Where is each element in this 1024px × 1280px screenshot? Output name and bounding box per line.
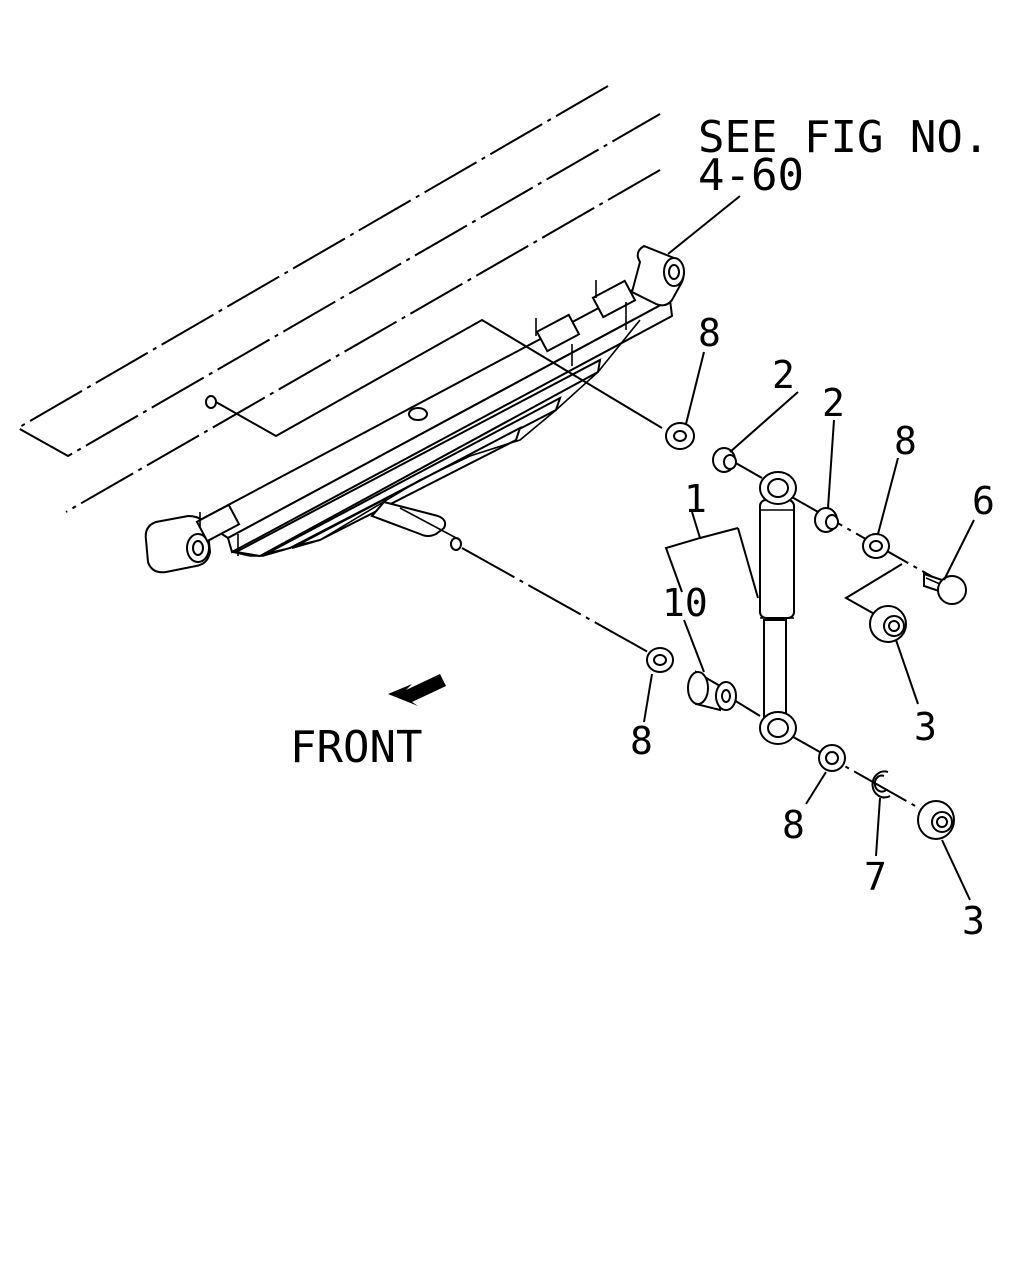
reference-line2: 4-60: [698, 150, 804, 201]
leader-lines: [215, 318, 941, 821]
callout-6: 6: [972, 479, 995, 523]
callout-leaders: [643, 195, 975, 901]
front-arrow-icon: [388, 674, 446, 706]
callout-1: 1: [684, 477, 707, 521]
callout-2-a: 2: [772, 353, 795, 397]
frame-rail: [15, 85, 661, 513]
shock-absorber: [759, 471, 797, 745]
hardware: [646, 422, 967, 840]
callout-10: 10: [662, 581, 708, 625]
reference-line1: SEE FIG NO.: [698, 112, 989, 163]
callout-3-mid: 3: [914, 705, 937, 749]
callout-8-top: 8: [698, 311, 721, 355]
callout-2-b: 2: [822, 381, 845, 425]
callout-8-bottom: 8: [782, 803, 805, 847]
callout-8-right: 8: [894, 419, 917, 463]
callout-3-bottom: 3: [962, 899, 985, 943]
callout-8-left: 8: [630, 719, 653, 763]
callout-7: 7: [864, 855, 887, 899]
front-label: FRONT: [290, 722, 422, 773]
leaf-spring: [144, 244, 685, 574]
